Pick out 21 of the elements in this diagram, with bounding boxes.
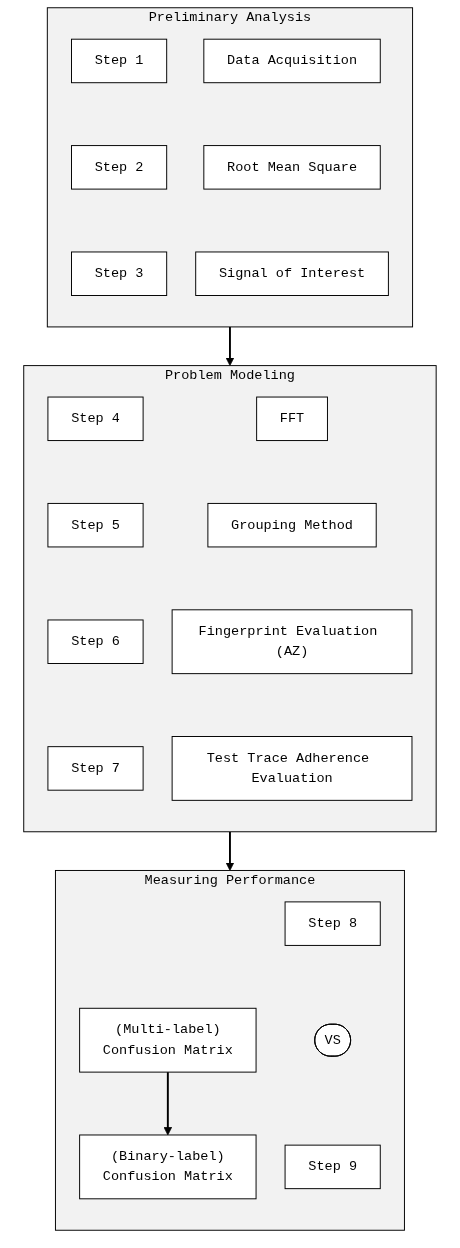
node-box: Step 6 bbox=[47, 619, 144, 664]
node-box: Test Trace Adherence Evaluation bbox=[171, 736, 413, 801]
node-box: Step 5 bbox=[47, 502, 144, 548]
node-box: Step 7 bbox=[47, 746, 144, 791]
node-box: Data Acquisition bbox=[203, 38, 381, 84]
node-box: Grouping Method bbox=[207, 502, 377, 548]
arrow bbox=[163, 1071, 173, 1136]
node-box: (Multi-label) Confusion Matrix bbox=[79, 1007, 257, 1073]
node-box: Step 9 bbox=[284, 1144, 381, 1190]
node-box: Step 3 bbox=[71, 251, 168, 296]
node-box: Step 2 bbox=[71, 145, 168, 190]
node-box: (Binary-label) Confusion Matrix bbox=[79, 1134, 257, 1200]
node-box: FFT bbox=[256, 396, 328, 442]
node-box: Fingerprint Evaluation (AZ) bbox=[171, 609, 413, 675]
node-box: Step 8 bbox=[284, 901, 381, 946]
arrow bbox=[225, 830, 235, 871]
node-box: Step 4 bbox=[47, 396, 144, 442]
node-box: Signal of Interest bbox=[195, 251, 389, 296]
node-box: Root Mean Square bbox=[203, 145, 381, 190]
arrow bbox=[225, 325, 235, 366]
node-box: Step 1 bbox=[71, 38, 168, 84]
